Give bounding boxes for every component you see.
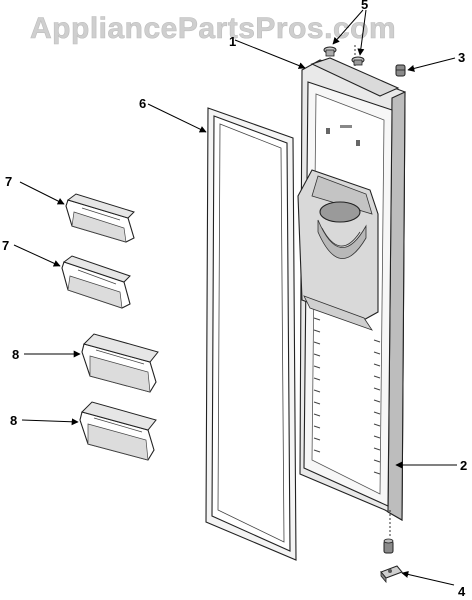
- door-bin-lower: [61, 255, 131, 309]
- callout-6: 6: [139, 96, 146, 111]
- bottom-hinge-bushing: [383, 538, 394, 554]
- top-hinge-bushing: [351, 56, 365, 66]
- callout-4: 4: [458, 584, 466, 599]
- leader-6: [147, 103, 207, 133]
- callout-2: 2: [460, 458, 467, 473]
- leader-3: [407, 57, 456, 72]
- callout-8-upper: 8: [12, 347, 19, 362]
- leader-7b: [13, 244, 61, 267]
- top-hinge-pin: [323, 46, 337, 57]
- freezer-door: [297, 45, 406, 538]
- callout-3: 3: [458, 50, 465, 65]
- watermark-logo: AppliancePartsPros.com: [30, 12, 396, 45]
- leader-7a: [19, 181, 65, 205]
- leader-5a: [332, 9, 364, 45]
- leader-1: [234, 39, 306, 69]
- top-hinge-cap: [395, 64, 406, 77]
- callout-5: 5: [361, 0, 368, 12]
- leader-8b: [21, 418, 79, 426]
- leader-5b: [357, 9, 367, 56]
- leader-4: [401, 571, 455, 586]
- door-bin-upper: [65, 193, 135, 243]
- leader-lines: [13, 9, 457, 586]
- door-closer-cam: [380, 565, 403, 584]
- callout-7-lower: 7: [2, 238, 9, 253]
- deep-door-bin-upper: [81, 333, 159, 393]
- door-gasket: [205, 107, 297, 561]
- callout-1: 1: [229, 34, 236, 49]
- deep-door-bin-lower: [79, 401, 157, 461]
- callout-8-lower: 8: [10, 413, 17, 428]
- callout-7-upper: 7: [5, 174, 12, 189]
